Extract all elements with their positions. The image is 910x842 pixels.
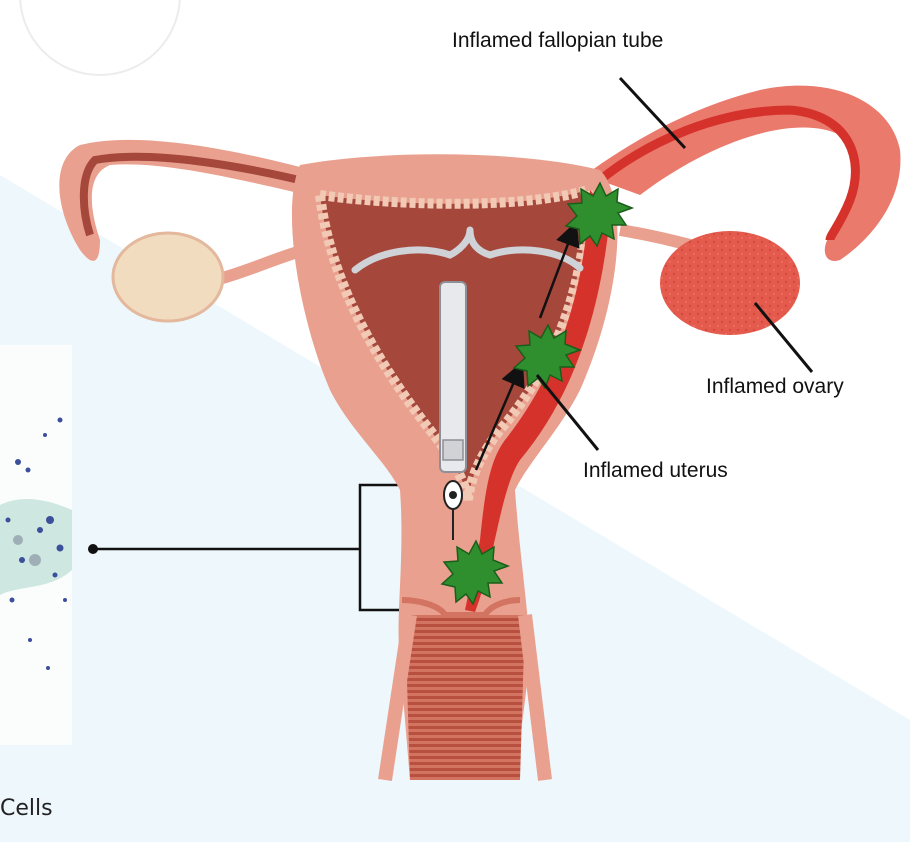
label-uterus: Inflamed uterus [583, 460, 728, 481]
left-ovary [113, 233, 223, 321]
faint-circle-decoration [20, 0, 180, 75]
vaginal-canal [405, 615, 525, 780]
microscope-image [0, 345, 72, 745]
label-cells-partial: Cells [0, 798, 53, 820]
label-ovary: Inflamed ovary [706, 376, 844, 397]
label-fallopian-tube: Inflamed fallopian tube [452, 30, 663, 51]
